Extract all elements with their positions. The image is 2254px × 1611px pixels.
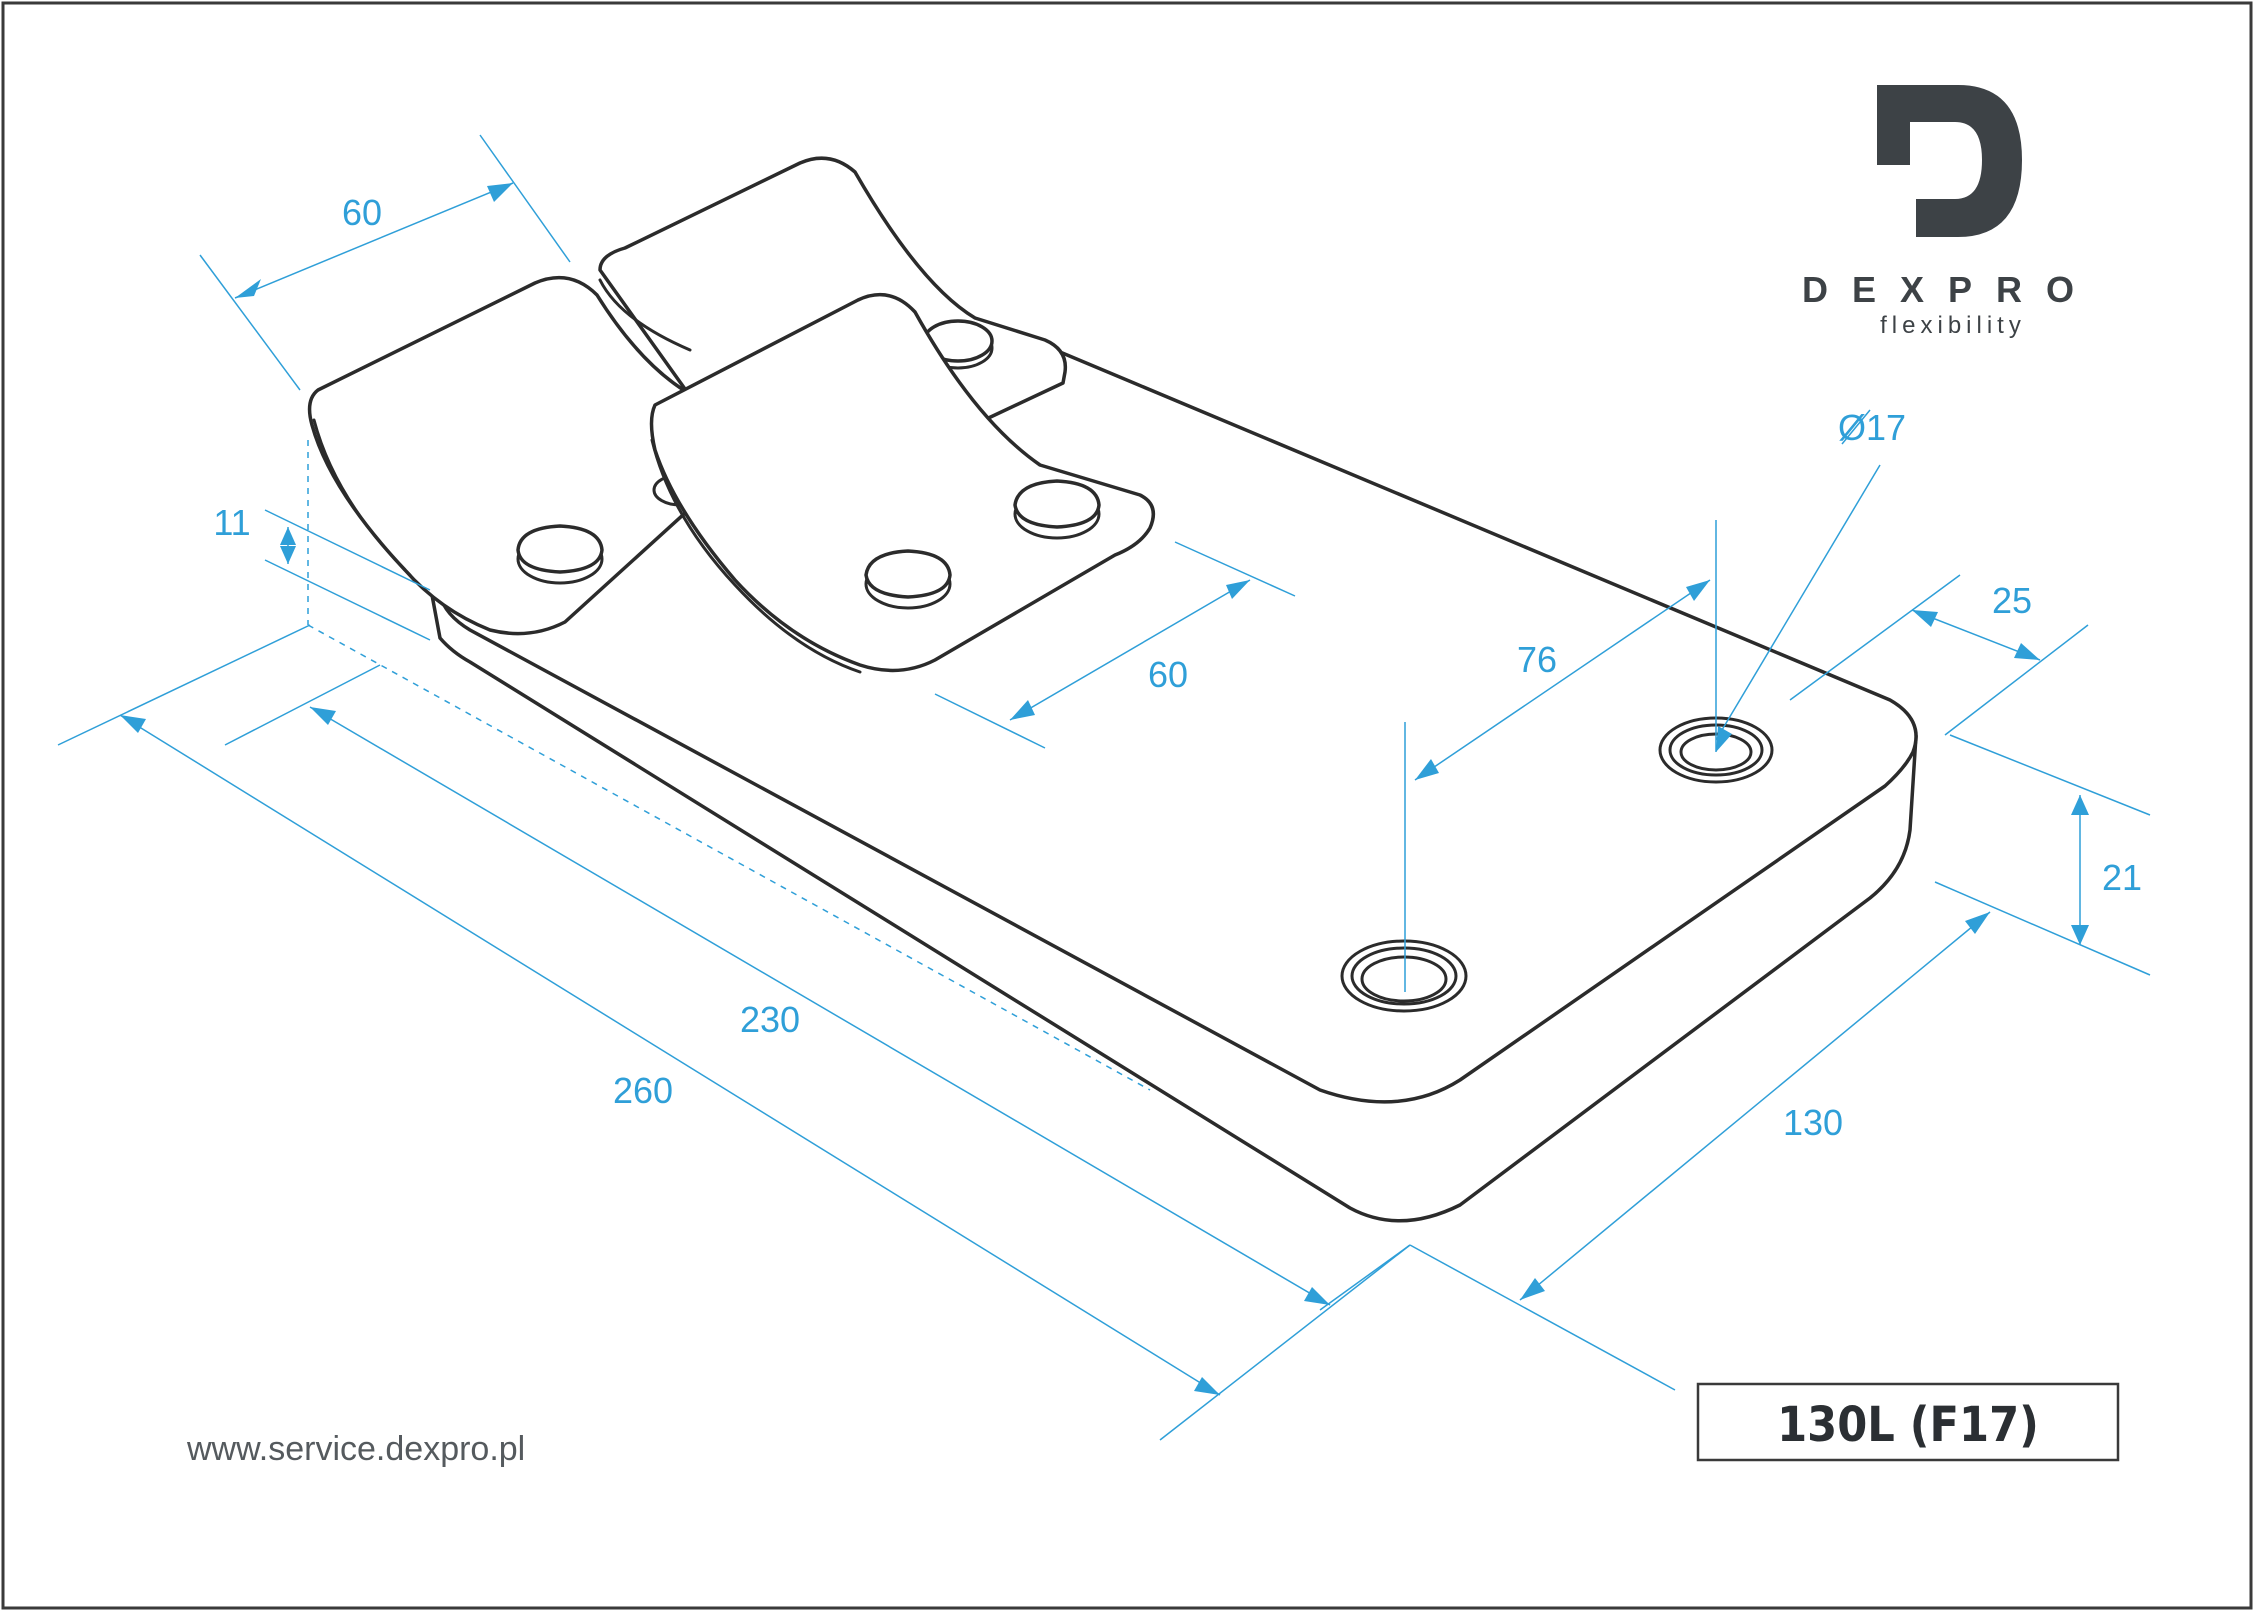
dim-label-hole-edge-offset: 25	[1992, 580, 2032, 621]
clamp-pad-right	[649, 292, 1156, 674]
dim-label-total-length: 260	[613, 1070, 673, 1111]
clamp-pad-left	[307, 275, 762, 636]
model-label-box: 130L (F17)	[1696, 1382, 2120, 1462]
brand-tagline: flexibility	[1880, 312, 2026, 339]
dimension-lines	[57, 134, 2151, 1441]
dim-label-base-height: 21	[2102, 857, 2142, 898]
dim-label-inner-length: 230	[740, 999, 800, 1040]
model-label: 130L (F17)	[1777, 1397, 2039, 1453]
dim-label-hole-spacing: 76	[1517, 639, 1557, 680]
dim-label-pad-thickness: 11	[213, 502, 250, 543]
clamp-pad-back	[598, 156, 1068, 424]
dim-label-pad-width-top: 60	[342, 192, 382, 233]
dim-label-pad-width-mid: 60	[1148, 654, 1188, 695]
website-url[interactable]: www.service.dexpro.pl	[186, 1430, 525, 1468]
dim-label-hole-diameter: Ø17	[1838, 407, 1906, 448]
mounting-hole-left	[1340, 939, 1468, 1013]
dimension-arrows	[120, 183, 2089, 1395]
dim-label-base-width: 130	[1783, 1102, 1843, 1143]
dexpro-d-logo-icon	[1877, 85, 2022, 237]
pad-stud	[1013, 479, 1101, 540]
pad-stud	[864, 549, 952, 610]
brand-name: DEXPRO	[1802, 269, 2098, 310]
